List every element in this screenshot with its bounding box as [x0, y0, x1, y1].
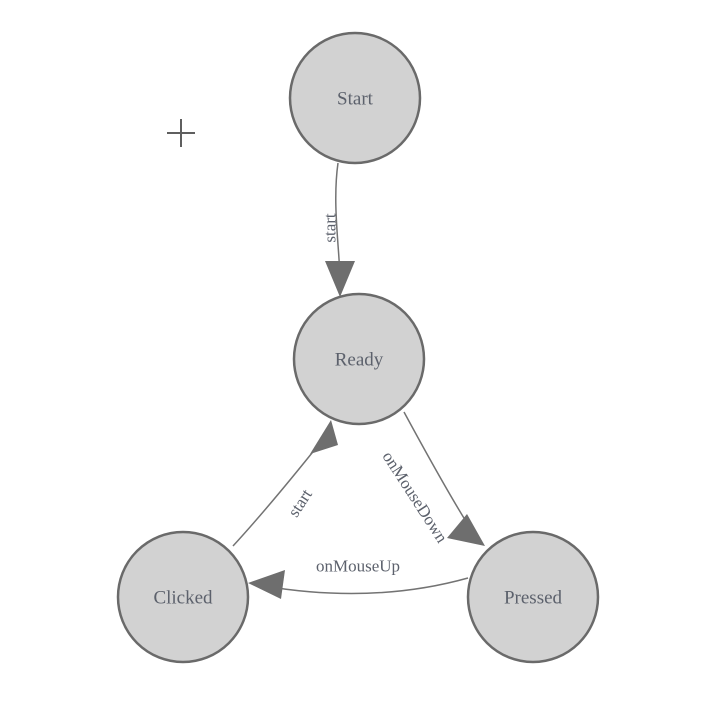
edge-label-ready-to-pressed: onMouseDown	[378, 448, 451, 547]
edge-label-pressed-to-clicked: onMouseUp	[316, 557, 400, 576]
edge-clicked-to-ready-arrowhead	[310, 420, 338, 454]
edge-clicked-to-ready[interactable]: start	[232, 420, 338, 547]
node-pressed-label: Pressed	[504, 588, 563, 609]
edge-start-to-ready-arrowhead	[325, 261, 355, 297]
node-ready[interactable]: Ready	[292, 292, 426, 426]
node-start-circle[interactable]	[288, 31, 422, 165]
node-ready-label: Ready	[335, 350, 384, 371]
node-clicked-label: Clicked	[153, 588, 213, 609]
edge-ready-to-pressed[interactable]: onMouseDown	[378, 411, 485, 547]
edge-label-clicked-to-ready: start	[284, 485, 316, 520]
edge-pressed-to-clicked-arrowhead	[248, 570, 285, 599]
node-start[interactable]: Start	[288, 31, 422, 165]
node-clicked-circle[interactable]	[116, 530, 250, 664]
node-ready-circle[interactable]	[292, 292, 426, 426]
edge-pressed-to-clicked[interactable]: onMouseUp	[248, 557, 469, 600]
edge-start-to-ready[interactable]: start	[321, 162, 356, 297]
node-pressed-circle[interactable]	[466, 530, 600, 664]
edge-pressed-to-clicked-path	[263, 577, 469, 595]
crosshair-icon	[167, 119, 195, 147]
edge-ready-to-pressed-arrowhead	[447, 514, 485, 546]
node-clicked[interactable]: Clicked	[116, 530, 250, 664]
edge-label-start-to-ready: start	[321, 213, 340, 243]
node-pressed[interactable]: Pressed	[466, 530, 600, 664]
node-start-label: Start	[337, 89, 374, 110]
